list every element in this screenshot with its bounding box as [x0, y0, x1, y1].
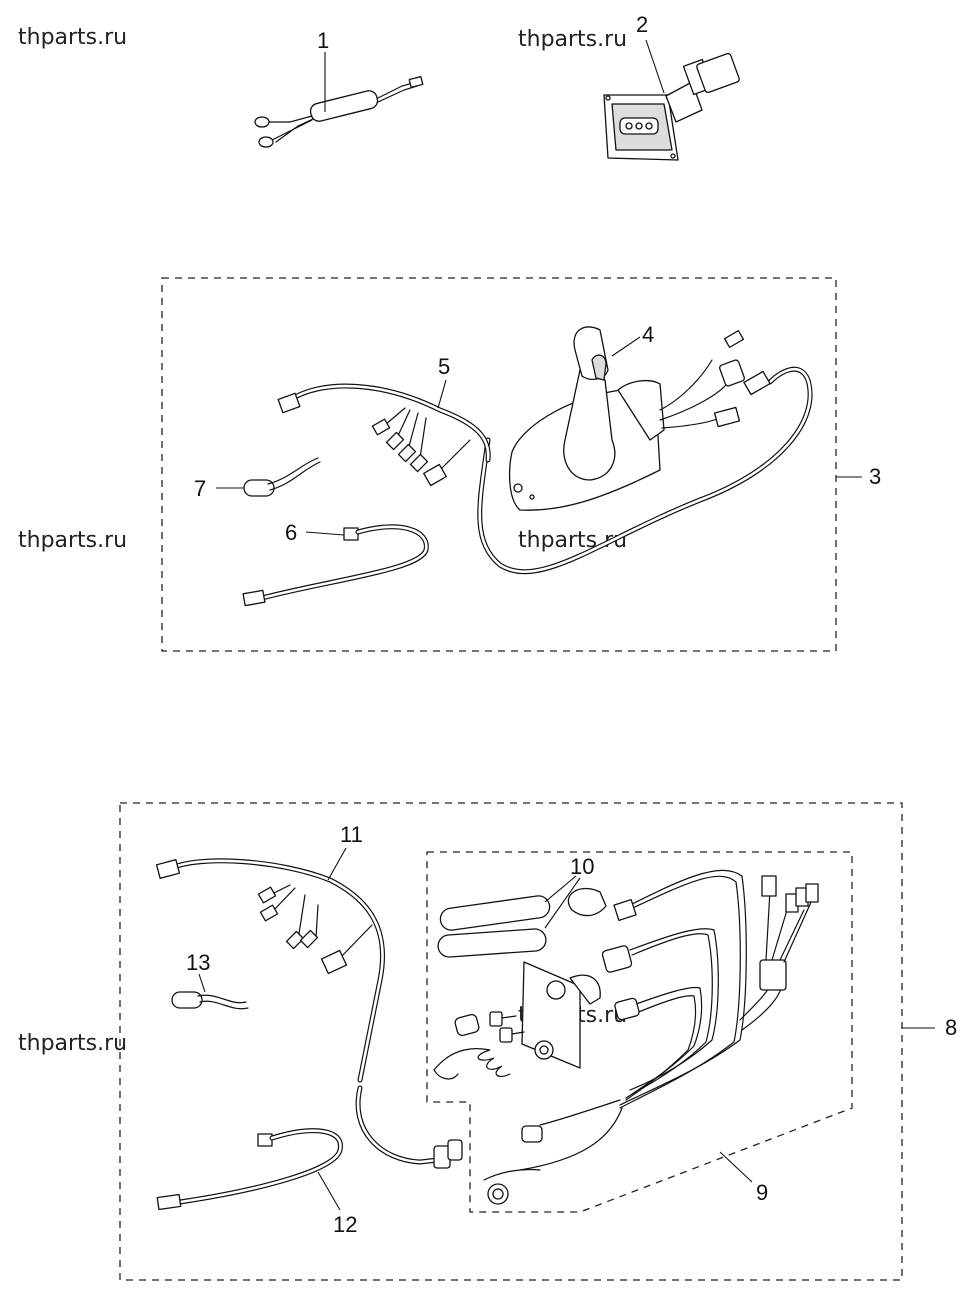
part-5-harness: 5 — [277, 354, 491, 487]
leader-9 — [719, 1151, 753, 1183]
watermark-mid-left: thparts.ru — [18, 528, 127, 553]
part-1-pigtail-harness — [254, 76, 424, 148]
part-9-main-harness — [433, 869, 819, 1205]
callout-5: 5 — [438, 354, 450, 379]
callout-2: 2 — [636, 12, 648, 37]
assembly-box-8 — [119, 802, 903, 1281]
callout-1: 1 — [317, 28, 329, 53]
part-6-lead-wire: 6 — [242, 520, 429, 607]
callout-8: 8 — [945, 1015, 957, 1040]
part-7-cap: 7 — [194, 457, 321, 501]
remote-control-wire-loop — [477, 366, 813, 575]
assembly-box-3 — [161, 277, 837, 652]
part-12-lead-wire: 12 — [156, 1128, 357, 1237]
callout-11: 11 — [340, 822, 363, 847]
callout-13: 13 — [186, 950, 210, 975]
callout-7: 7 — [194, 476, 206, 501]
watermark-top-left: thparts.ru — [18, 25, 127, 50]
part-13-cap: 13 — [171, 950, 249, 1010]
callout-4: 4 — [642, 322, 654, 347]
callout-6: 6 — [285, 520, 297, 545]
watermark-bottom-left: thparts.ru — [18, 1031, 127, 1056]
part-4-remote-control-box: 4 — [508, 322, 745, 511]
watermark-top-right: thparts.ru — [518, 27, 627, 52]
callout-10: 10 — [570, 854, 594, 879]
part-11-harness: 11 — [155, 822, 386, 1083]
assembly-box-9 — [426, 851, 853, 1213]
callout-9: 9 — [756, 1180, 768, 1205]
callout-3: 3 — [869, 464, 881, 489]
part-2-switch-panel: 2 — [603, 12, 740, 161]
callout-12: 12 — [333, 1212, 357, 1237]
part-11-extension-wire — [355, 1085, 463, 1169]
part-10-tubes: 10 — [437, 854, 594, 958]
